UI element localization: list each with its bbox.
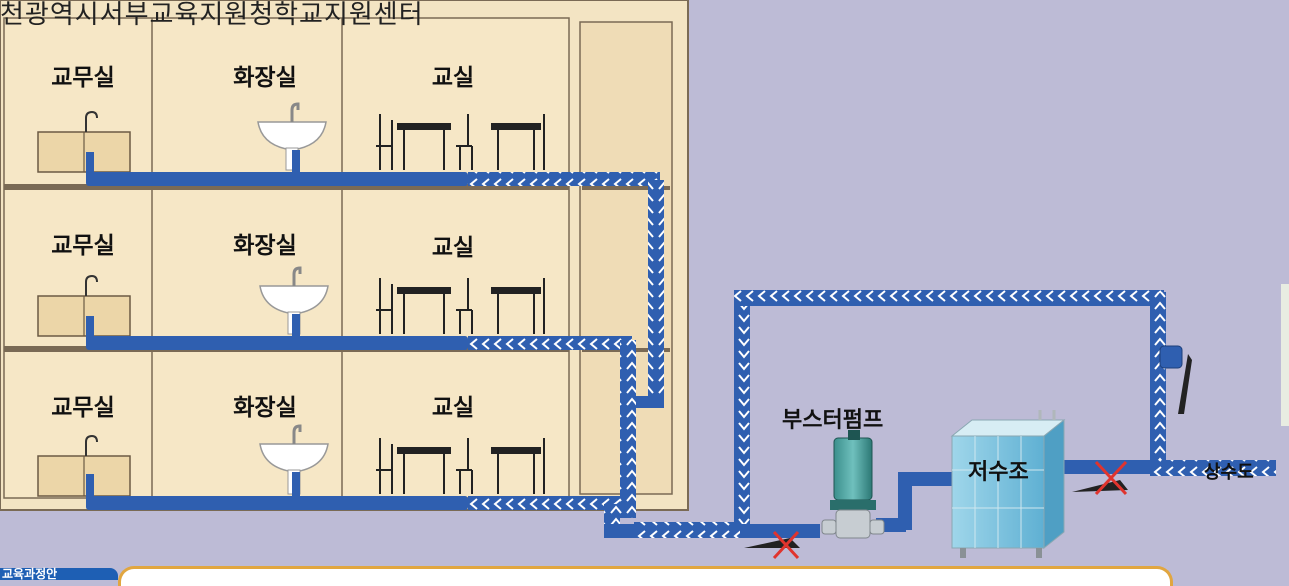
floor-2-room-classroom: 교실 (431, 235, 475, 261)
bypass-valve (1159, 345, 1192, 414)
floor-3-room-office: 교무실 (51, 65, 115, 91)
bathroom-washbasin (259, 424, 329, 495)
supply-pipes (634, 290, 1276, 538)
building-title: 천광역시서부교육지원청학교지원센터 (0, 0, 424, 30)
classroom-desks-chairs (376, 278, 545, 334)
floor-1-room-office: 교무실 (51, 395, 115, 421)
classroom-desks-chairs (376, 114, 545, 170)
classroom-desks-chairs (376, 438, 545, 494)
office-sink-cabinet (37, 110, 131, 173)
office-sink-cabinet (37, 434, 131, 497)
floor-1-room-classroom: 교실 (431, 395, 475, 421)
water-tank-label: 저수조 (968, 460, 1029, 485)
bottom-tab-label: 교육과정안 (2, 567, 58, 581)
bottom-tab[interactable] (0, 568, 118, 580)
floor-3-room-restroom: 화장실 (233, 65, 297, 91)
riser-pipes (604, 180, 664, 538)
office-sink-cabinet (37, 274, 131, 337)
floor-pipes (86, 150, 660, 510)
floor-3-room-classroom: 교실 (431, 65, 475, 91)
booster-pump (821, 430, 885, 539)
floor-1-room-restroom: 화장실 (233, 395, 297, 421)
floor-1-furniture (37, 424, 545, 497)
bottom-content-panel (118, 566, 1173, 586)
valve-pump-closed (744, 530, 800, 560)
valve-tank-closed (1072, 460, 1128, 496)
water-main-label: 상수도 (1204, 462, 1254, 483)
floor-2-room-office: 교무실 (51, 233, 115, 259)
booster-pump-label: 부스터펌프 (782, 408, 884, 433)
floor-3-furniture (37, 102, 545, 173)
floor-2-room-restroom: 화장실 (233, 233, 297, 259)
water-tank (950, 410, 1066, 558)
